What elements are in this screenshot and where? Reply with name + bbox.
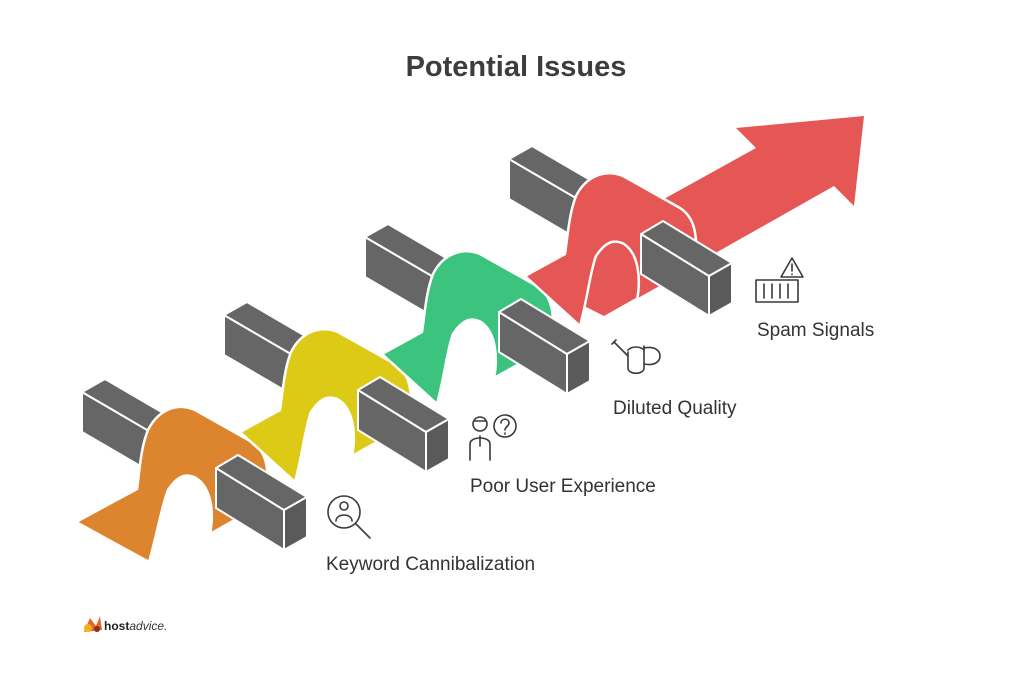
warning-barrier-icon [755,257,804,303]
front-block [498,298,591,395]
step-label: Poor User Experience [470,476,656,497]
step-label: Spam Signals [757,320,874,341]
front-block [357,376,450,473]
progress-arrow [525,116,864,316]
front-block [215,454,308,551]
step-spam-signals: Spam Signals [508,145,874,341]
hostadvice-logo: hostadvice. [84,616,167,633]
step-label: Keyword Cannibalization [326,554,535,575]
step-keyword-cannibalization: Keyword Cannibalization [74,378,535,575]
magnifier-person-icon [327,495,371,539]
step-label: Diluted Quality [613,398,737,419]
brand-text: hostadvice. [104,619,167,633]
watering-can-icon [611,339,661,375]
step-poor-user-experience: Poor User Experience [223,301,656,497]
step-diluted-quality: Diluted Quality [364,223,737,419]
user-question-icon [469,414,517,461]
logo-mark-icon [84,616,102,632]
page-title: Potential Issues [406,51,627,83]
front-block [640,220,733,317]
